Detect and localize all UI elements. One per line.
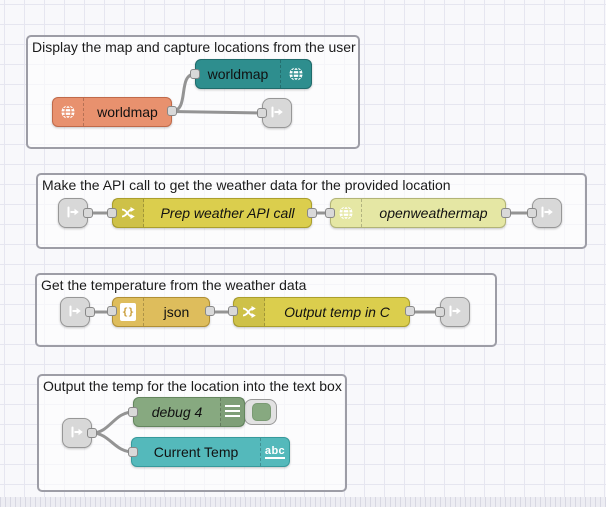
globe-icon [331, 199, 362, 227]
list-lines-icon [220, 398, 244, 426]
output-port[interactable] [167, 106, 177, 116]
ui-text-node[interactable]: Current Temp abc [131, 437, 290, 467]
link-arrow-icon [269, 104, 285, 123]
worldmap-in-node[interactable]: worldmap [195, 59, 312, 89]
output-port[interactable] [85, 307, 95, 317]
link-out-node[interactable] [532, 198, 562, 228]
node-label: debug 4 [151, 404, 203, 420]
node-label: Output temp in C [284, 304, 390, 320]
output-port[interactable] [83, 208, 93, 218]
json-file-icon: {} [113, 298, 144, 326]
input-port[interactable] [527, 208, 537, 218]
group-output-temp[interactable]: Output the temp for the location into th… [37, 374, 347, 492]
link-arrow-icon [67, 303, 83, 322]
input-port[interactable] [107, 306, 117, 316]
group-title: Make the API call to get the weather dat… [42, 177, 451, 193]
input-port[interactable] [257, 108, 267, 118]
json-node[interactable]: {} json [112, 297, 210, 327]
group-title: Get the temperature from the weather dat… [41, 277, 307, 293]
group-display-map[interactable]: Display the map and capture locations fr… [26, 35, 360, 149]
input-port[interactable] [435, 307, 445, 317]
output-port[interactable] [307, 208, 317, 218]
link-arrow-icon [539, 204, 555, 223]
input-port[interactable] [128, 447, 138, 457]
node-label: Current Temp [153, 444, 239, 460]
input-port[interactable] [325, 208, 335, 218]
node-label: worldmap [207, 66, 269, 82]
debug-toggle-button[interactable] [244, 399, 277, 425]
group-title: Display the map and capture locations fr… [32, 39, 356, 55]
link-arrow-icon [65, 204, 81, 223]
link-arrow-icon [69, 424, 85, 443]
node-label: openweathermap [379, 205, 488, 221]
node-label: json [163, 304, 190, 320]
wire[interactable] [170, 110, 264, 115]
globe-icon [53, 98, 84, 126]
globe-icon [280, 60, 311, 88]
function-node-output-temp[interactable]: Output temp in C [233, 297, 410, 327]
link-arrow-icon [447, 303, 463, 322]
output-port[interactable] [405, 306, 415, 316]
output-port[interactable] [87, 428, 97, 438]
input-port[interactable] [128, 407, 138, 417]
abc-text-icon: abc [260, 438, 289, 466]
wire[interactable] [90, 431, 135, 454]
wire[interactable] [90, 410, 135, 435]
input-port[interactable] [107, 208, 117, 218]
worldmap-out-node[interactable]: worldmap [52, 97, 172, 127]
canvas-edge-band [0, 497, 606, 507]
input-port[interactable] [228, 306, 238, 316]
crossed-arrows-icon [234, 298, 265, 326]
input-port[interactable] [190, 69, 200, 79]
output-port[interactable] [205, 306, 215, 316]
node-label: Prep weather API call [160, 205, 295, 221]
crossed-arrows-icon [113, 199, 144, 227]
openweathermap-node[interactable]: openweathermap [330, 198, 506, 228]
debug-toggle-pad [252, 403, 271, 421]
function-node-prep-weather[interactable]: Prep weather API call [112, 198, 312, 228]
output-port[interactable] [501, 208, 511, 218]
node-label: worldmap [97, 104, 158, 120]
group-title: Output the temp for the location into th… [43, 378, 342, 394]
debug-node[interactable]: debug 4 [133, 397, 245, 427]
